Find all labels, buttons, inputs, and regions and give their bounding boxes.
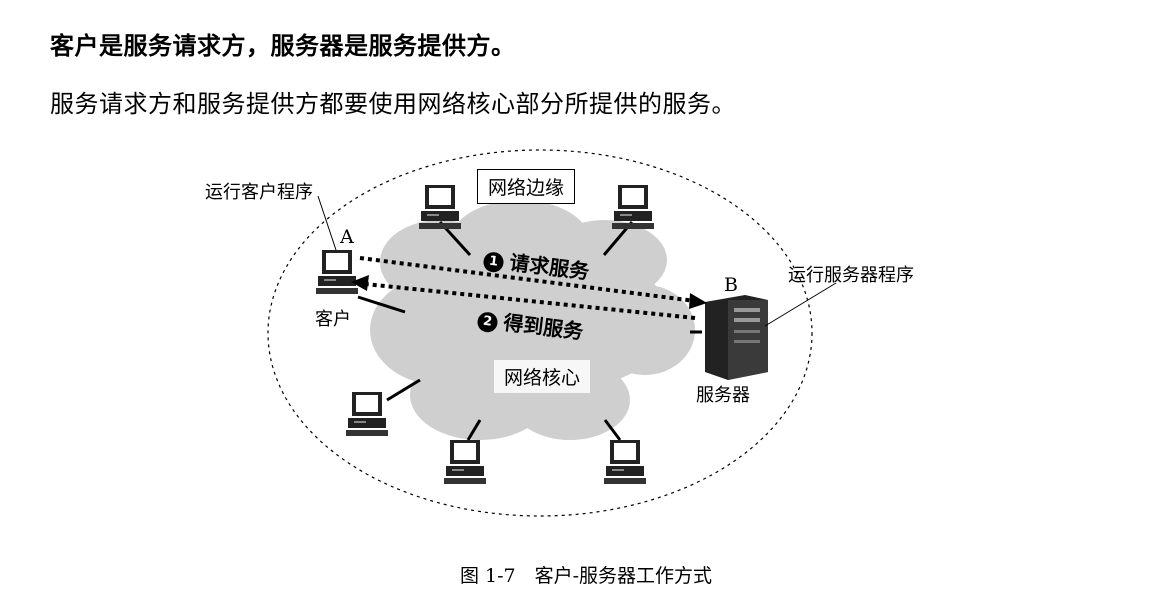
response-arrow [351, 275, 696, 320]
server-note: 运行服务器程序 [788, 265, 914, 286]
figure-caption: 图 1-7 客户-服务器工作方式 [459, 565, 713, 587]
client-letter: A [340, 226, 354, 248]
computer-icon [444, 440, 486, 484]
step2-number-badge: 2 [476, 311, 499, 334]
client-note: 运行客户程序 [205, 182, 313, 203]
server-note-pointer [764, 282, 837, 327]
request-arrow [359, 256, 707, 309]
client-note-pointer [317, 195, 337, 251]
computer-icon [604, 440, 646, 484]
computer-icon [346, 392, 388, 436]
network-edge-label: 网络边缘 [477, 169, 576, 204]
server-label: 服务器 [696, 385, 750, 406]
client-label: 客户 [315, 309, 351, 330]
server-letter: B [724, 274, 738, 296]
subline: 服务请求方和服务提供方都要使用网络核心部分所提供的服务。 [50, 90, 736, 118]
client-computer-icon [316, 250, 358, 294]
network-edge-ellipse [267, 149, 813, 517]
network-core-label: 网络核心 [494, 360, 591, 393]
step1-number-badge: 1 [482, 251, 505, 274]
server-icon [705, 295, 768, 380]
heading: 客户是服务请求方，服务器是服务提供方。 [50, 32, 516, 60]
